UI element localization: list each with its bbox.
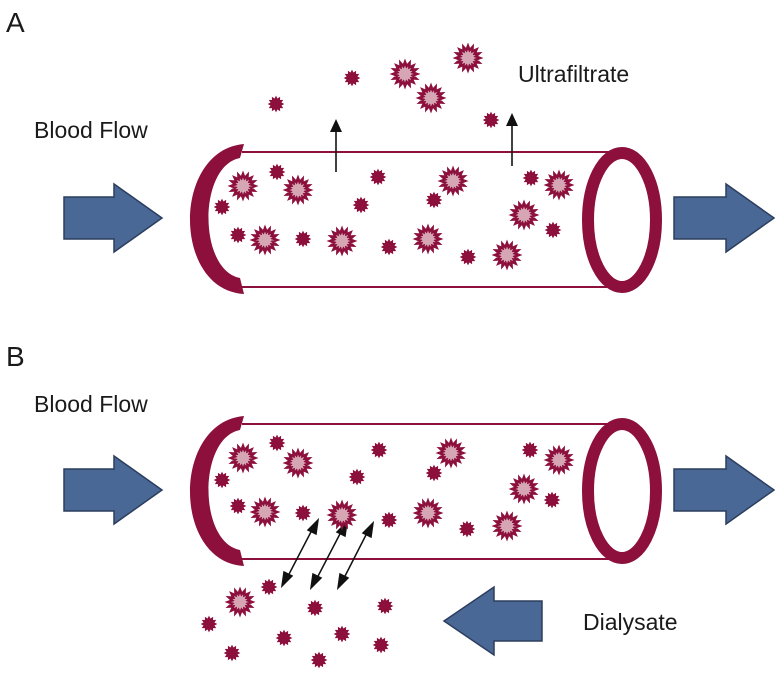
panel-a-outflow-arrow-icon <box>673 182 775 254</box>
panel-a-tube <box>190 144 662 294</box>
small-solute-particle-icon <box>482 111 500 129</box>
panel-b-tube <box>190 416 662 566</box>
large-solute-particle-icon <box>389 58 421 90</box>
small-solute-particle-icon <box>376 597 394 615</box>
panel-a-particles <box>213 42 575 271</box>
panel-b-outflow-arrow-icon <box>673 454 775 526</box>
small-solute-particle-icon <box>425 191 443 209</box>
large-solute-particle-icon <box>491 239 523 271</box>
small-solute-particle-icon <box>458 520 476 538</box>
small-solute-particle-icon <box>348 468 366 486</box>
small-solute-particle-icon <box>260 578 278 596</box>
diffusion-double-arrow-icon <box>336 520 375 591</box>
large-solute-particle-icon <box>508 199 540 231</box>
large-solute-particle-icon <box>282 174 314 206</box>
small-solute-particle-icon <box>459 248 477 266</box>
small-solute-particle-icon <box>267 95 285 113</box>
panel-a-blood-flow-label: Blood Flow <box>34 117 148 143</box>
panel-a-ultrafiltration-arrows <box>330 113 518 172</box>
small-solute-particle-icon <box>333 625 351 643</box>
small-solute-particle-icon <box>229 226 247 244</box>
panel-a-tube-outlet-ring <box>582 147 662 293</box>
ultrafiltration-arrowhead-icon <box>506 113 518 126</box>
large-solute-particle-icon <box>326 499 358 531</box>
large-solute-particle-icon <box>437 165 469 197</box>
large-solute-particle-icon <box>227 170 259 202</box>
large-solute-particle-icon <box>412 497 444 529</box>
large-solute-particle-icon <box>435 437 467 469</box>
ultrafiltration-arrowhead-icon <box>330 119 342 132</box>
small-solute-particle-icon <box>543 491 561 509</box>
panel-b-letter: B <box>6 341 25 372</box>
small-solute-particle-icon <box>425 464 443 482</box>
small-solute-particle-icon <box>352 196 370 214</box>
small-solute-particle-icon <box>268 434 286 452</box>
small-solute-particle-icon <box>223 644 241 662</box>
small-solute-particle-icon <box>369 168 387 186</box>
small-solute-particle-icon <box>370 441 388 459</box>
large-solute-particle-icon <box>326 225 358 257</box>
panel-a-letter: A <box>6 7 25 38</box>
large-solute-particle-icon <box>543 169 575 201</box>
panel-b-tube-inlet-rim <box>190 416 244 566</box>
small-solute-particle-icon <box>380 511 398 529</box>
large-solute-particle-icon <box>249 496 281 528</box>
small-solute-particle-icon <box>372 636 390 654</box>
small-solute-particle-icon <box>294 230 312 248</box>
small-solute-particle-icon <box>200 615 218 633</box>
large-solute-particle-icon <box>412 223 444 255</box>
small-solute-particle-icon <box>310 651 328 669</box>
small-solute-particle-icon <box>213 198 231 216</box>
dialysate-flow-arrow-icon <box>442 585 543 657</box>
panel-a-tube-inlet-rim <box>190 144 244 294</box>
panel-b-particles <box>200 434 575 669</box>
large-solute-particle-icon <box>282 447 314 479</box>
small-solute-particle-icon <box>306 599 324 617</box>
large-solute-particle-icon <box>491 510 523 542</box>
ultrafiltrate-label: Ultrafiltrate <box>518 61 629 87</box>
panel-a: A Blood Flow Ultrafiltrate <box>6 7 775 294</box>
small-solute-particle-icon <box>268 163 286 181</box>
small-solute-particle-icon <box>213 471 231 489</box>
dialysate-label: Dialysate <box>583 609 678 635</box>
large-solute-particle-icon <box>508 473 540 505</box>
small-solute-particle-icon <box>294 504 312 522</box>
panel-b: B Blood Flow Dialysate <box>6 341 775 669</box>
large-solute-particle-icon <box>415 82 447 114</box>
large-solute-particle-icon <box>543 444 575 476</box>
panel-b-tube-outlet-ring <box>582 418 662 564</box>
small-solute-particle-icon <box>343 69 361 87</box>
large-solute-particle-icon <box>224 586 256 618</box>
panel-b-blood-flow-label: Blood Flow <box>34 391 148 417</box>
diffusion-double-arrow-icon <box>280 517 320 589</box>
panel-a-inflow-arrow-icon <box>63 182 164 254</box>
small-solute-particle-icon <box>380 238 398 256</box>
small-solute-particle-icon <box>522 169 540 187</box>
small-solute-particle-icon <box>275 629 293 647</box>
small-solute-particle-icon <box>229 497 247 515</box>
large-solute-particle-icon <box>249 224 281 256</box>
panel-b-inflow-arrow-icon <box>63 454 164 526</box>
large-solute-particle-icon <box>227 442 259 474</box>
diffusion-arrows <box>280 517 375 591</box>
small-solute-particle-icon <box>521 441 539 459</box>
small-solute-particle-icon <box>544 221 562 239</box>
large-solute-particle-icon <box>452 42 484 74</box>
